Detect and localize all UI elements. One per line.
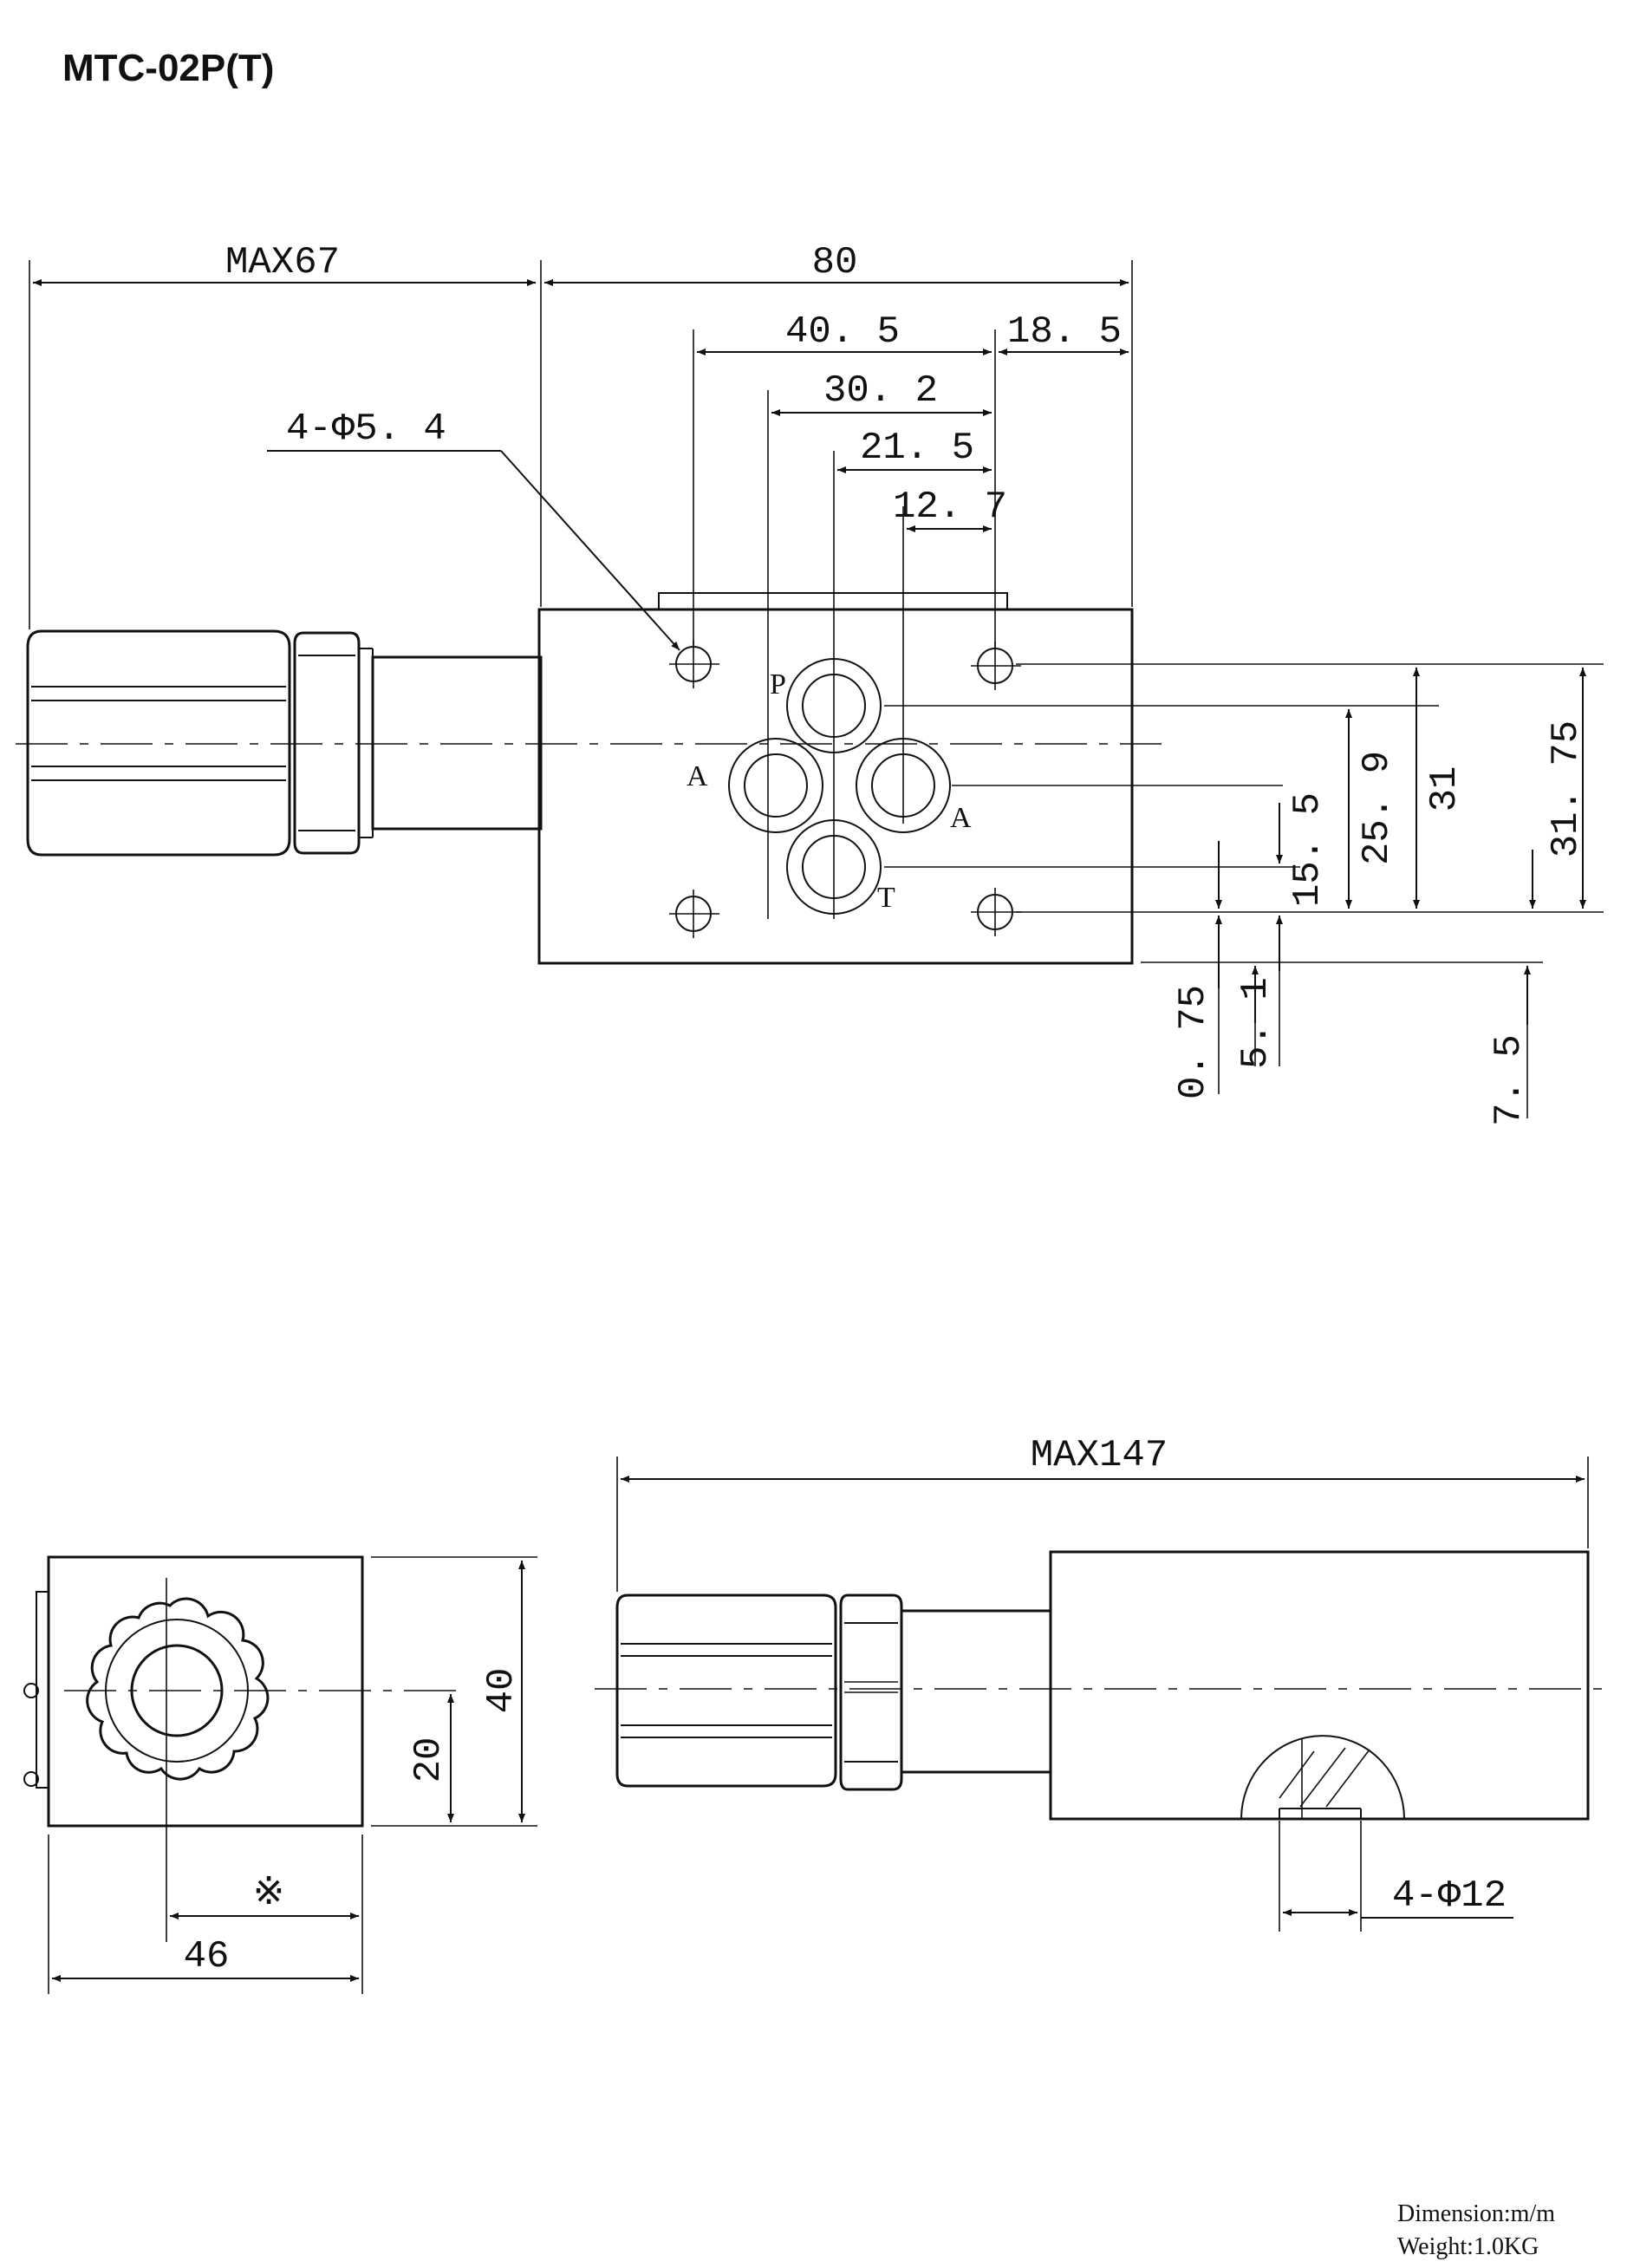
bolt-holes-top (669, 640, 1021, 938)
knob-scallop (86, 1597, 270, 1781)
dim-25-9: 25. 9 (1356, 751, 1399, 865)
note-dimension: Dimension:m/m (1397, 2200, 1555, 2227)
port-label-a-right: A (950, 802, 972, 834)
dim-max147: MAX147 (1031, 1434, 1168, 1477)
end-view: 40 20 ※ 46 (23, 1555, 537, 1994)
bolt-callout: 4-Φ12 (1392, 1874, 1507, 1918)
top-view: P A A T MAX67 80 40. 5 18. 5 30. 2 21. 5… (16, 241, 1604, 1126)
dim-40-5: 40. 5 (785, 310, 900, 354)
note-weight: Weight:1.0KG (1397, 2233, 1539, 2260)
dim-31: 31 (1423, 766, 1467, 812)
dim-7-5: 7. 5 (1487, 1034, 1531, 1126)
valve-body-top (537, 608, 1134, 965)
dim-21-5: 21. 5 (860, 427, 974, 470)
dim-40: 40 (480, 1668, 524, 1714)
dim-5-1: 5. 1 (1234, 977, 1278, 1069)
dim-max67: MAX67 (225, 241, 340, 284)
dim-0-75: 0. 75 (1172, 985, 1215, 1099)
solenoid-knob-top (26, 629, 543, 857)
dim-ref-mark: ※ (253, 1873, 285, 1916)
port-label-t: T (877, 882, 895, 914)
dim-15-5: 15. 5 (1286, 792, 1330, 907)
port-label-a-left: A (687, 760, 708, 792)
dim-31-75: 31. 75 (1545, 720, 1588, 857)
ports-top (728, 658, 951, 915)
dim-12-7: 12. 7 (893, 486, 1007, 529)
dim-80: 80 (812, 241, 858, 284)
port-label-p: P (770, 668, 786, 701)
drawing-title: MTC-02P(T) (62, 47, 274, 89)
side-view: MAX147 4-Φ12 (595, 1434, 1609, 1932)
dim-18-5: 18. 5 (1007, 310, 1122, 354)
dim-46: 46 (184, 1935, 230, 1978)
hole-callout-top: 4-Φ5. 4 (286, 407, 446, 451)
dim-30-2: 30. 2 (823, 369, 938, 413)
dim-20: 20 (407, 1737, 451, 1783)
